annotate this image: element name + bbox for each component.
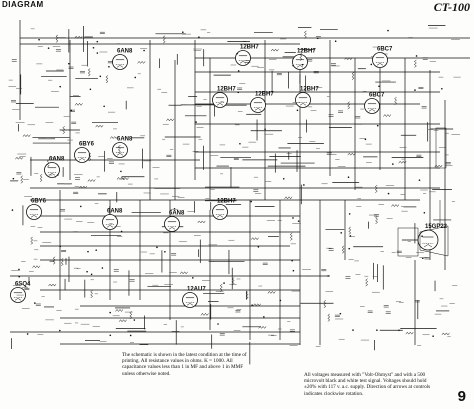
tube-label: 15GP22 xyxy=(425,224,448,230)
v-6BC7-b-tube: 6BC7 xyxy=(364,93,385,114)
tube-label: 6AN8 xyxy=(49,157,65,163)
components-layer xyxy=(11,29,451,337)
schematic-note-left: The schematic is shown in the latest con… xyxy=(122,352,247,377)
tube-label: 6BC7 xyxy=(369,93,385,99)
v-6AN8-c-tube: 6AN8 xyxy=(164,211,185,232)
tube-label: 6BY6 xyxy=(79,142,95,148)
tube-label: 12BH7 xyxy=(300,87,319,93)
tube-label: 6AN8 xyxy=(107,209,123,215)
v-12AU7-tube: 12AU7 xyxy=(182,287,206,308)
v-6AN8-low-tube: 6AN8 xyxy=(102,209,123,230)
tube-label: 6BC7 xyxy=(377,47,393,53)
tube-label: 6AN8 xyxy=(117,49,133,55)
vacuum-tubes-layer: 6AN8 12BH7 12BH7 6BC7 12BH7 12BH7 12BH7 6BC7 6AN… xyxy=(10,45,448,308)
tube-label: 12BH7 xyxy=(217,199,236,205)
tube-label: 6BY6 xyxy=(31,199,47,205)
diagram-title: DIAGRAM xyxy=(2,0,44,9)
v-6AN8-mid-tube: 6AN8 xyxy=(112,137,133,158)
v-15GP22-tube: 15GP22 xyxy=(417,224,448,251)
v-12BH7-f-tube: 12BH7 xyxy=(212,199,236,220)
page-number: 9 xyxy=(457,388,466,405)
labels-layer xyxy=(8,27,461,347)
v-12BH7-d-tube: 12BH7 xyxy=(250,92,274,113)
tube-label: 12BH7 xyxy=(297,49,316,55)
circuit-wiring xyxy=(10,20,470,365)
tube-label: 12BH7 xyxy=(217,87,236,93)
v-12BH7-b-tube: 12BH7 xyxy=(292,49,316,70)
tube-label: 6AN8 xyxy=(117,137,133,143)
v-12BH7-c-tube: 12BH7 xyxy=(212,87,236,108)
v-6BY6-b-tube: 6BY6 xyxy=(26,199,47,220)
v-6AN8-top-tube: 6AN8 xyxy=(112,49,133,70)
v-12BH7-e-tube: 12BH7 xyxy=(295,87,319,108)
tube-label: 12AU7 xyxy=(187,287,206,293)
deflection-yoke xyxy=(397,127,449,257)
v-12BH7-a-tube: 12BH7 xyxy=(235,45,259,66)
v-6BC7-tube: 6BC7 xyxy=(372,47,393,68)
model-number: CT-100 xyxy=(433,0,470,14)
tube-label: 6AN8 xyxy=(169,211,185,217)
tube-label: 12BH7 xyxy=(240,45,259,51)
v-6BY6-tube: 6BY6 xyxy=(74,142,95,163)
tube-label: 6SQ4 xyxy=(15,282,31,288)
tube-label: 12BH7 xyxy=(255,92,274,98)
voltage-note-right: All voltages measured with "Volt-Ohmyst"… xyxy=(304,372,431,397)
